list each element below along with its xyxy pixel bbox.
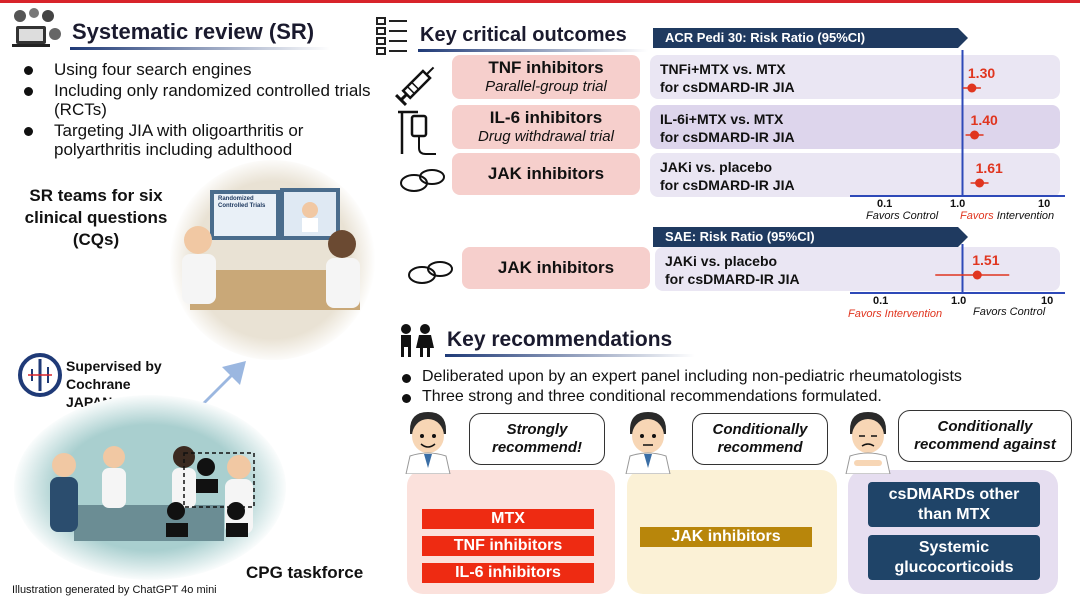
comparison-box: TNFi+MTX vs. MTX for csDMARD-IR JIA [650, 55, 1060, 99]
sae-forest-plot: 1.51 [850, 244, 1065, 294]
recs-bullet: Deliberated upon by an expert panel incl… [400, 368, 1080, 386]
favors-right-rest: Intervention [996, 210, 1055, 222]
sr-bullet: Using four search engines [22, 60, 377, 79]
comparison-box: IL-6i+MTX vs. MTX for csDMARD-IR JIA [650, 105, 1060, 149]
illustration-credit: Illustration generated by ChatGPT 4o min… [12, 584, 217, 596]
acr-forest-plot: 1.30 1.40 1.61 [850, 50, 1065, 197]
against-bubble-text: Conditionally recommend against [914, 418, 1056, 453]
top-accent-line [0, 0, 1080, 3]
recs-bullet: Three strong and three conditional recom… [400, 388, 1080, 406]
iv-drip-icon [396, 108, 442, 158]
axis-tick: 0.1 [873, 295, 889, 307]
strong-bubble-text: Strongly recommend! [491, 421, 583, 456]
drug-pill-jak-sae: JAK inhibitors [462, 247, 650, 289]
arrow-up-right-icon [190, 355, 250, 415]
cochrane-logo-icon [18, 353, 62, 397]
sr-bullets: Using four search engines Including only… [22, 60, 377, 161]
strong-item: TNF inhibitors [422, 536, 594, 556]
recs-title: Key recommendations [447, 328, 673, 351]
point-estimate [970, 130, 980, 140]
data-label: 1.40 [971, 112, 998, 128]
sr-bullet: Targeting JIA with oligoarthritis or pol… [22, 121, 377, 159]
acr-banner: ACR Pedi 30: Risk Ratio (95%CI) [653, 28, 968, 48]
pills-icon [398, 165, 448, 195]
favors-left-label: Favors Control [866, 210, 939, 222]
sr-title-underline [70, 47, 330, 50]
comparison-line: JAKi vs. placebo [665, 253, 778, 269]
comparison-box: JAKi vs. placebo for csDMARD-IR JIA [650, 153, 1060, 197]
axis-tick: 0.1 [877, 198, 893, 210]
point-estimate [972, 270, 982, 280]
children-icon [395, 322, 437, 358]
drug-name: JAK inhibitors [497, 258, 615, 277]
point-estimate [975, 178, 985, 188]
doctor-avatar-icon [400, 408, 456, 475]
comparison-line: JAKi vs. placebo [660, 159, 773, 175]
sr-teams-label: SR teams for six clinical questions (CQs… [24, 186, 168, 249]
data-label: 1.61 [976, 160, 1003, 176]
strong-bubble: Strongly recommend! [469, 413, 605, 465]
data-label: 1.51 [972, 252, 999, 268]
axis-tick: 10 [1038, 198, 1051, 210]
recs-title-underline [445, 354, 695, 357]
cpg-meeting-illustration [14, 395, 286, 580]
comparison-line: for csDMARD-IR JIA [665, 271, 800, 287]
globe-laptop-icon [8, 6, 64, 52]
axis-tick: 10 [1041, 295, 1054, 307]
sr-title: Systematic review (SR) [72, 19, 315, 44]
strong-item: IL-6 inhibitors [422, 563, 594, 583]
supervised-label: Supervised by Cochrane JAPAN [66, 358, 162, 410]
cond-item: JAK inhibitors [640, 527, 812, 547]
sr-bullet: Including only randomized controlled tri… [22, 81, 377, 119]
sae-banner: SAE: Risk Ratio (95%CI) [653, 227, 968, 247]
comparison-line: IL-6i+MTX vs. MTX [660, 111, 784, 127]
cond-bubble-text: Conditionally recommend [712, 421, 808, 456]
syringe-icon [392, 58, 444, 108]
against-item: csDMARDs other than MTX [868, 482, 1040, 527]
recs-bullets: Deliberated upon by an expert panel incl… [400, 368, 1080, 408]
trial-design: Drug withdrawal trial [478, 128, 614, 145]
sae-favors-right-label: Favors Control [973, 306, 1046, 318]
favors-right-label: Favors Intervention [960, 210, 1054, 222]
doctor-avatar-icon [620, 408, 676, 475]
comparison-line: for csDMARD-IR JIA [660, 79, 795, 95]
favors-right-red: Favors [960, 210, 994, 222]
comparison-line: TNFi+MTX vs. MTX [660, 61, 786, 77]
doctor-avatar-icon [840, 408, 896, 475]
pills-icon [406, 257, 456, 287]
cond-bubble: Conditionally recommend [692, 413, 828, 465]
drug-pill-tnf: TNF inhibitors Parallel-group trial [452, 55, 640, 99]
comparison-line: for csDMARD-IR JIA [660, 177, 795, 193]
strong-item: MTX [422, 509, 594, 529]
drug-pill-il6: IL-6 inhibitors Drug withdrawal trial [452, 105, 640, 149]
against-item: Systemic glucocorticoids [868, 535, 1040, 580]
cpg-label: CPG taskforce [246, 563, 364, 582]
comparison-box: JAKi vs. placebo for csDMARD-IR JIA [655, 247, 1060, 291]
against-bubble: Conditionally recommend against [898, 410, 1072, 462]
screen-heading-text: Randomized Controlled Trials [218, 196, 266, 209]
drug-name: TNF inhibitors [488, 58, 604, 77]
outcomes-title: Key critical outcomes [420, 24, 627, 46]
list-icon [375, 16, 409, 56]
outcomes-title-underline [418, 49, 648, 52]
data-label: 1.30 [968, 65, 995, 81]
drug-pill-jak: JAK inhibitors [452, 153, 640, 195]
trial-design: Parallel-group trial [485, 78, 607, 95]
sr-team-illustration [170, 160, 375, 360]
drug-name: IL-6 inhibitors [489, 108, 603, 127]
axis-tick: 1.0 [951, 295, 967, 307]
drug-name: JAK inhibitors [487, 164, 605, 183]
axis-tick: 1.0 [950, 198, 966, 210]
comparison-line: for csDMARD-IR JIA [660, 129, 795, 145]
point-estimate [967, 83, 977, 93]
sae-favors-left-label: Favors Intervention [848, 308, 943, 320]
